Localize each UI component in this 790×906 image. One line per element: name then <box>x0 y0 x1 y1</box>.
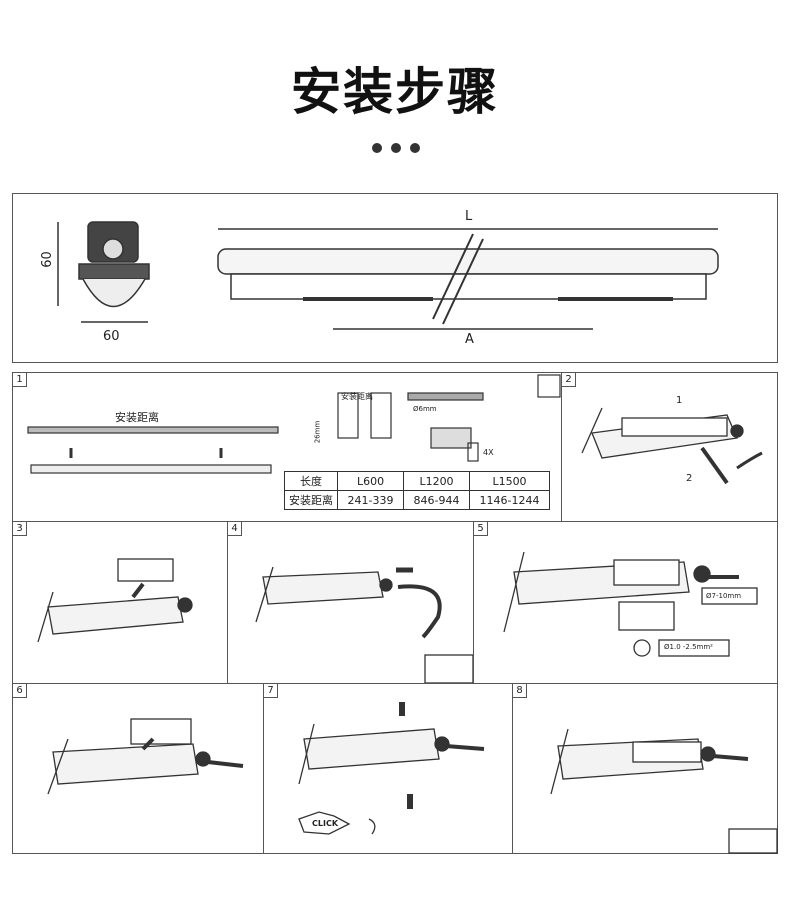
mount-distance-label: 安装距离 <box>115 411 159 424</box>
step-6-panel: 6 <box>12 683 264 854</box>
cell: 241-339 <box>337 490 404 510</box>
step-number: 7 <box>264 684 278 698</box>
step-number: 5 <box>474 522 488 536</box>
step-number: 1 <box>13 373 27 387</box>
width-label: 60 <box>103 329 120 344</box>
mounting-drawing <box>27 374 561 474</box>
dots-divider <box>372 143 420 153</box>
dim-6mm: Ø6mm <box>413 405 437 413</box>
step-7-panel: 7 CLICK <box>263 683 513 854</box>
cell: 1146-1244 <box>469 490 550 510</box>
cable-diameter: Ø7-10mm <box>706 592 742 600</box>
height-label: 60 <box>39 251 55 268</box>
cell: 安装距离 <box>284 490 338 510</box>
insert-cable-drawing <box>255 566 474 684</box>
hole-distance-label: 安装距离 <box>341 392 373 401</box>
cell: 846-944 <box>403 490 470 510</box>
step-number: 8 <box>513 684 527 698</box>
dimension-panel: 60 60 L A <box>12 193 778 363</box>
step-number: 2 <box>562 373 576 387</box>
dim-26mm: 26mm <box>313 420 322 444</box>
step-5-panel: 5 Ø7-10mm Ø1.0 -2.5mm² <box>473 521 778 684</box>
length-label: L <box>465 209 473 224</box>
step-4-panel: 4 <box>227 521 474 684</box>
lamp-dimension-drawing <box>57 221 719 330</box>
finished-drawing <box>550 728 778 854</box>
page-title: 安装步骤 <box>291 63 499 121</box>
mount-distance-label: A <box>465 332 474 347</box>
close-cover-drawing <box>47 718 244 795</box>
cell: L1200 <box>403 471 470 491</box>
open-cover-drawing <box>581 407 763 485</box>
cell: 长度 <box>284 471 338 491</box>
screws-qty: 4X <box>483 448 494 457</box>
wire-section: Ø1.0 -2.5mm² <box>664 643 713 651</box>
step-3-panel: 3 <box>12 521 228 684</box>
step-8-panel: 8 <box>512 683 778 854</box>
step-number: 6 <box>13 684 27 698</box>
step-2-panel: 2 1 2 <box>561 372 778 522</box>
cell: L1500 <box>469 471 550 491</box>
wiring-drawing <box>503 551 758 657</box>
step-number: 3 <box>13 522 27 536</box>
click-text: CLICK <box>312 819 339 828</box>
callout-2: 2 <box>686 473 693 484</box>
callout-1: 1 <box>676 395 683 406</box>
step-number: 4 <box>228 522 242 536</box>
remove-cover-drawing <box>37 558 193 643</box>
press-click-drawing <box>298 702 485 835</box>
cell: L600 <box>337 471 404 491</box>
